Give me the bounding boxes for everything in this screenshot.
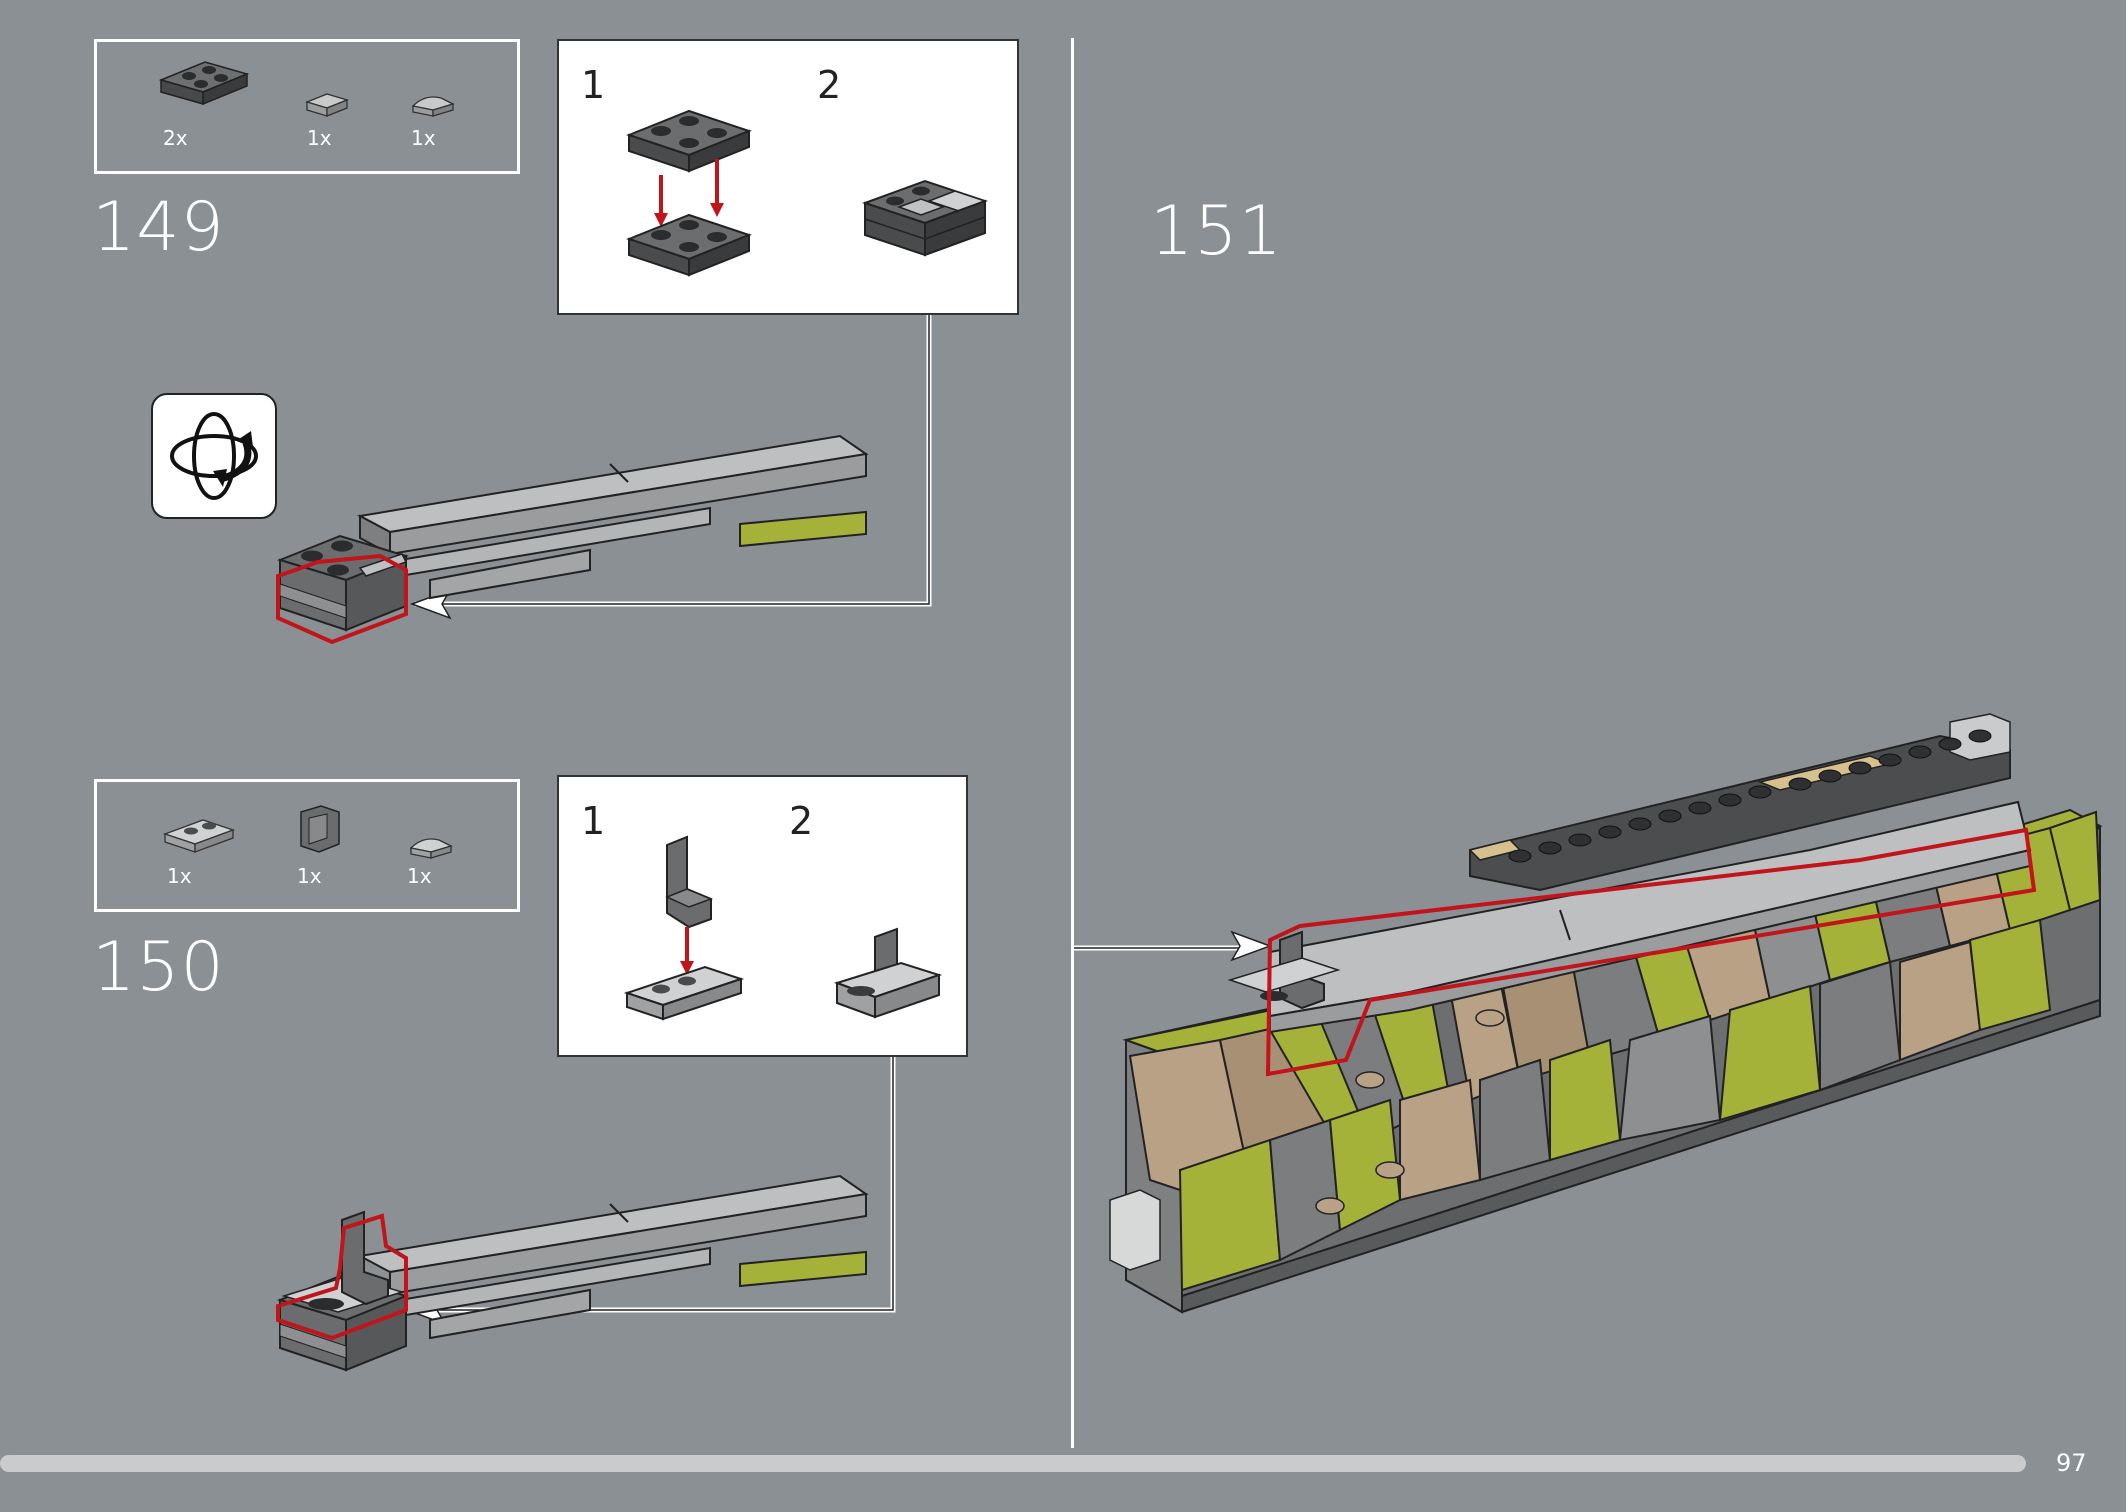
model-illustration-step-150 xyxy=(276,1174,869,1372)
assembled-stack-illustration xyxy=(861,179,989,257)
sub-assembly-callout-150: 1 2 xyxy=(557,775,968,1057)
part-qty: 1x xyxy=(297,864,322,888)
plate-stack-illustration xyxy=(626,109,752,277)
step-number: 149 xyxy=(92,188,225,267)
parts-list-step-149: 2x 1x 1x xyxy=(94,39,520,174)
part-qty: 1x xyxy=(411,126,436,150)
tile-round-quarter-light-gray-icon xyxy=(409,838,453,859)
bracket-assembled-illustration xyxy=(833,927,943,1019)
bracket-plate-illustration xyxy=(623,835,745,1021)
plate-2x2-dark-gray-icon xyxy=(158,61,250,106)
substep-number: 2 xyxy=(817,63,842,107)
rotate-model-icon xyxy=(151,393,277,519)
tile-1x1-light-gray-icon xyxy=(305,93,349,117)
column-divider xyxy=(1071,38,1074,1448)
model-illustration-step-151 xyxy=(1074,713,2103,1314)
parts-list-step-150: 1x 1x 1x xyxy=(94,779,520,912)
step-number: 150 xyxy=(92,928,225,1007)
substep-number: 2 xyxy=(789,799,814,843)
tile-round-quarter-light-gray-icon xyxy=(411,96,455,117)
sub-assembly-callout-149: 1 2 xyxy=(557,39,1019,315)
part-qty: 1x xyxy=(407,864,432,888)
model-illustration-step-149 xyxy=(276,434,869,645)
part-qty: 1x xyxy=(307,126,332,150)
step-number: 151 xyxy=(1150,192,1283,271)
progress-bar xyxy=(0,1455,2026,1472)
bracket-dark-gray-icon xyxy=(300,805,340,853)
plate-1x2-light-gray-icon xyxy=(163,819,235,853)
page-number: 97 xyxy=(2056,1449,2087,1477)
substep-number: 1 xyxy=(581,63,606,107)
substep-number: 1 xyxy=(581,799,606,843)
part-qty: 2x xyxy=(163,126,188,150)
part-qty: 1x xyxy=(167,864,192,888)
